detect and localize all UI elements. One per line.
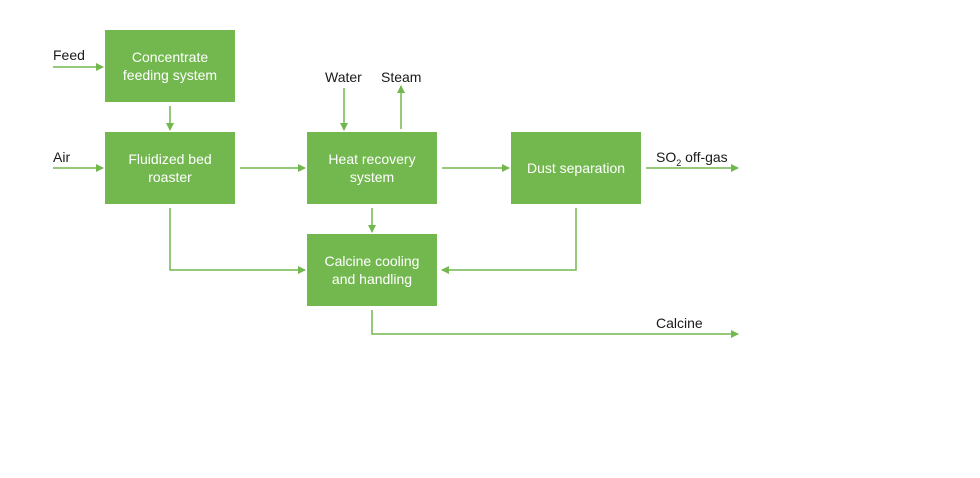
- label-so2-subscript: 2: [676, 157, 682, 168]
- box-dust-separation: Dust separation: [511, 132, 641, 204]
- label-steam: Steam: [381, 69, 422, 85]
- arrow-dust-to-cooling: [441, 208, 577, 274]
- label-air: Air: [53, 149, 71, 165]
- box-calcine-cooling: Calcine cooling and handling: [307, 234, 437, 306]
- arrow-cooling-to-calcine: [371, 310, 739, 338]
- label-so2-offgas: SO2 off-gas: [656, 149, 728, 168]
- arrow-roaster-to-cooling: [169, 208, 306, 274]
- label-feed: Feed: [53, 47, 85, 63]
- label-so2-main: SO: [656, 149, 677, 165]
- label-offgas: off-gas: [681, 149, 728, 165]
- label-water: Water: [325, 69, 362, 85]
- box-heat-recovery: Heat recovery system: [307, 132, 437, 204]
- label-calcine: Calcine: [656, 315, 703, 331]
- box-concentrate-feeding: Concentrate feeding system: [105, 30, 235, 102]
- box-fluidized-bed-roaster: Fluidized bed roaster: [105, 132, 235, 204]
